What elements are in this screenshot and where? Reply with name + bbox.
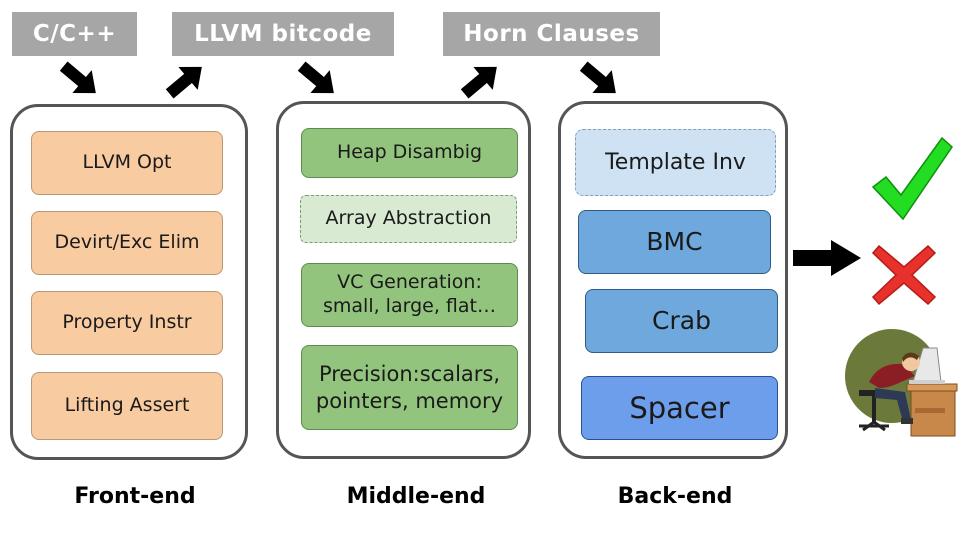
- arrow-up-right-icon: [460, 66, 497, 99]
- back-end-box-bmc: BMC: [578, 210, 771, 274]
- arrow-down-right-icon: [297, 61, 334, 94]
- back-end-box-template-inv: Template Inv: [575, 129, 776, 196]
- front-end-caption: Front-end: [74, 484, 196, 509]
- front-end-box-lifting-assert: Lifting Assert: [31, 372, 223, 440]
- middle-end-caption: Middle-end: [346, 484, 486, 509]
- middle-end-box-vc-generation: VC Generation: small, large, flat…: [301, 263, 518, 327]
- front-end-box-llvm-opt: LLVM Opt: [31, 131, 223, 195]
- horn-clauses-label: Horn Clauses: [443, 12, 660, 56]
- back-end-box-crab: Crab: [585, 289, 778, 353]
- c-cpp-label: C/C++: [12, 12, 137, 56]
- front-end-box-devirt: Devirt/Exc Elim: [31, 211, 223, 275]
- middle-end-box-precision: Precision:scalars, pointers, memory: [301, 345, 518, 430]
- middle-end-box-array-abstraction: Array Abstraction: [300, 195, 517, 243]
- svg-text:z: z: [935, 321, 941, 335]
- checkmark-icon: [871, 136, 953, 221]
- back-end-box-spacer: Spacer: [581, 376, 778, 440]
- arrow-down-right-icon: [579, 61, 616, 94]
- cross-icon: [871, 244, 937, 306]
- arrow-up-right-icon: [165, 66, 202, 99]
- arrow-down-right-icon: [59, 61, 96, 94]
- front-end-box-property-instr: Property Instr: [31, 291, 223, 355]
- llvm-bitcode-label: LLVM bitcode: [172, 12, 394, 56]
- back-end-caption: Back-end: [617, 484, 733, 509]
- sleeping-person-icon: z z: [845, 321, 958, 437]
- svg-text:z: z: [927, 332, 932, 343]
- middle-end-box-heap-disambig: Heap Disambig: [301, 128, 518, 178]
- arrow-right-icon: [793, 240, 861, 276]
